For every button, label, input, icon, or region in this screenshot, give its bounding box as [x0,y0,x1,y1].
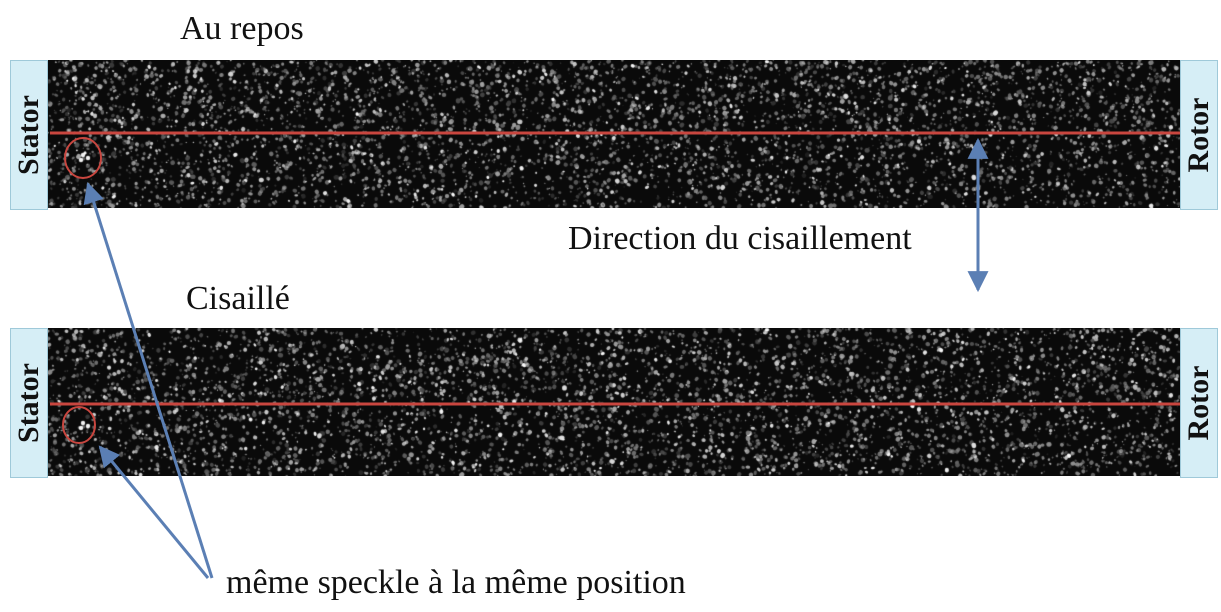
rotor-wall-top: Rotor [1180,60,1218,210]
stator-wall-bottom: Stator [10,328,48,478]
rotor-wall-bottom: Rotor [1180,328,1218,478]
pointer-arrow-bottom [98,445,210,579]
pointer-arrow-top [83,181,214,579]
shear-direction-label: Direction du cisaillement [568,220,912,257]
rest-title: Au repos [180,10,304,47]
speckle-circle-bottom [62,406,96,444]
speckle-image-sheared [48,328,1180,476]
stator-wall-top: Stator [10,60,48,210]
sheared-title: Cisaillé [186,280,290,317]
speckle-annotation: même speckle à la même position [226,564,686,601]
speckle-circle-top [64,137,102,179]
